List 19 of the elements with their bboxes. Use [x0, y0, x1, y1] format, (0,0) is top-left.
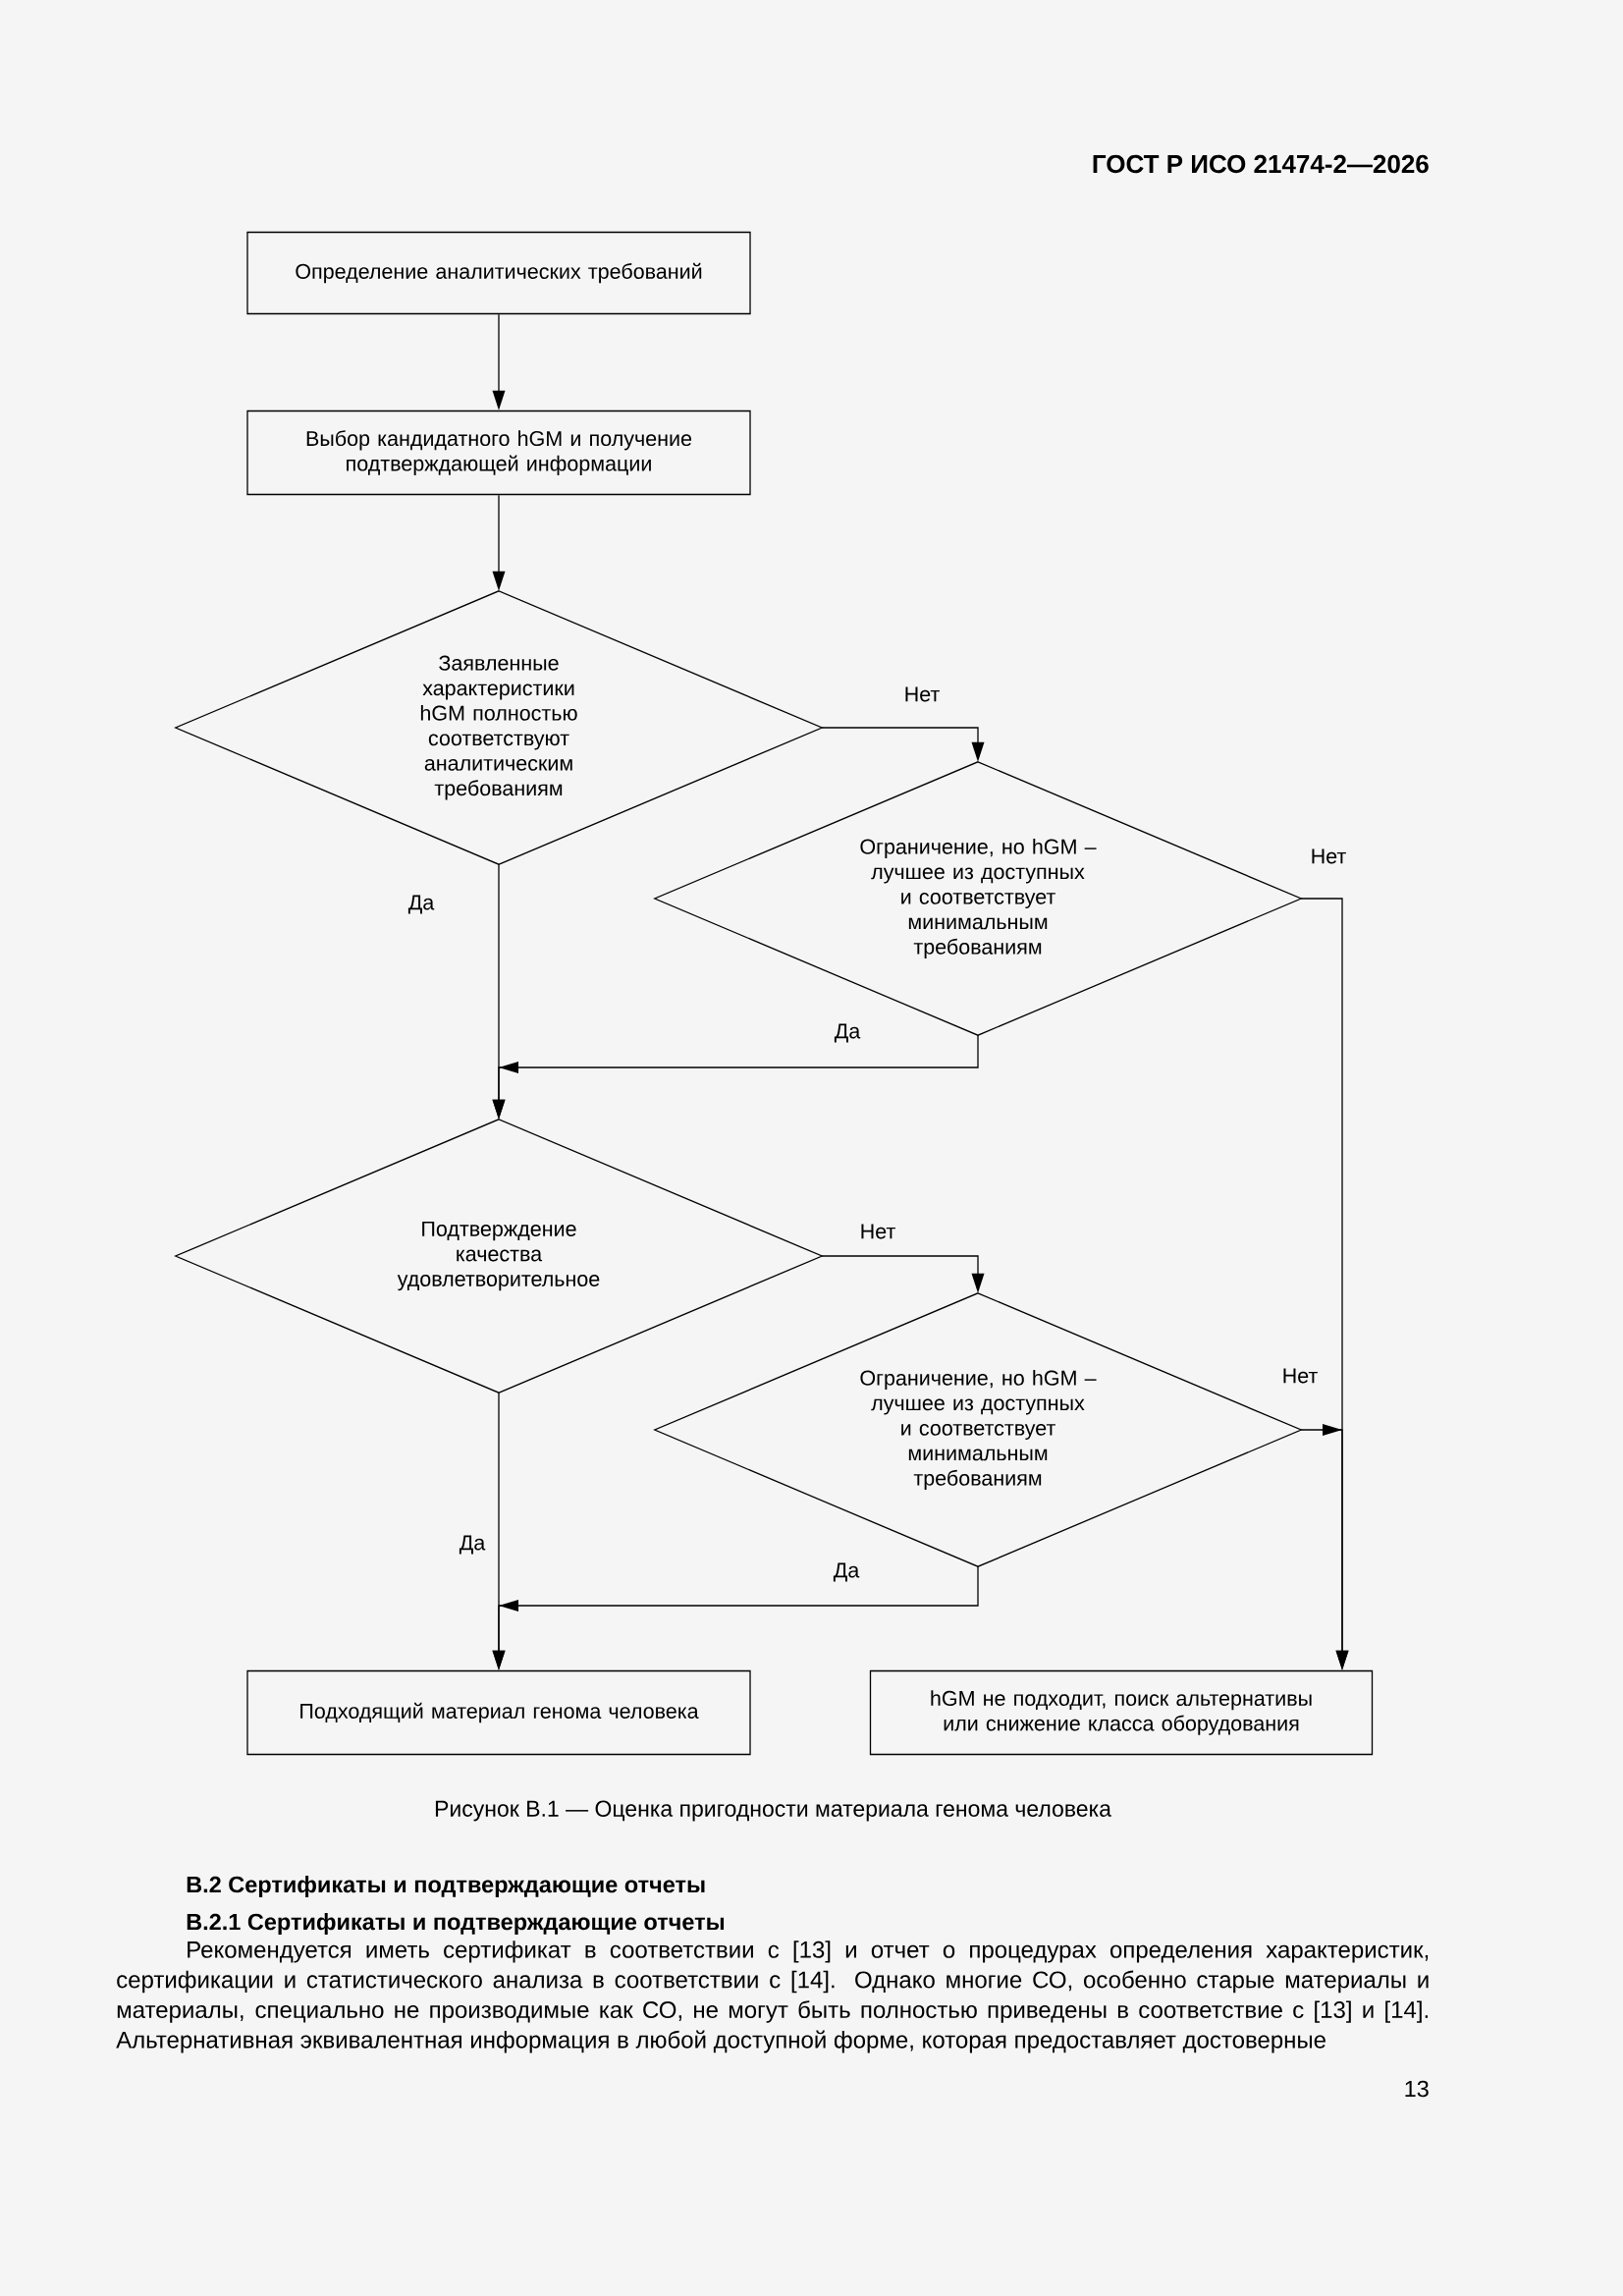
arrow	[492, 313, 506, 410]
edge-label: Да	[457, 1533, 488, 1557]
arrow	[492, 1565, 979, 1670]
section-heading: В.2 Сертификаты и подтверждающие отчеты	[187, 1876, 705, 1897]
arrow	[492, 494, 506, 591]
document-header: ГОСТ Р ИСО 21474-2—2026	[1093, 154, 1429, 174]
arrow	[821, 727, 985, 762]
process-box: Подходящий материал генома человека	[246, 1669, 751, 1756]
process-box: hGM не подходит, поиск альтернативы или снижение класса оборудования	[869, 1669, 1374, 1756]
arrow	[492, 1034, 979, 1120]
process-box: Выбор кандидатного hGM и получение подтверждающей информации	[246, 410, 751, 496]
section-heading: В.2.1 Сертификаты и подтверждающие отчеты	[187, 1913, 725, 1935]
process-box: Определение аналитических требований	[246, 231, 751, 315]
body-paragraph: Рекомендуется иметь сертификат в соответствии с [13] и отчет о процедурах определения характеристик, сертификации и статистического анализа в соответствии с [14]. Однако многие СО, особенно старые материалы и материалы, специально не производимые как СО, не могут быть полностью приведены в соответствие с [13] и [14]. Альтернативная эквивалентная информация в любой доступной форме, которая предоставляет достоверные	[116, 1941, 1429, 2053]
arrow	[1300, 1424, 1349, 1670]
figure-caption: Рисунок В.1 — Оценка пригодности материала генома человека	[435, 1800, 1111, 1822]
page-number: 13	[1405, 2080, 1429, 2098]
arrow	[821, 1255, 985, 1293]
edge-label: Да	[406, 893, 437, 916]
